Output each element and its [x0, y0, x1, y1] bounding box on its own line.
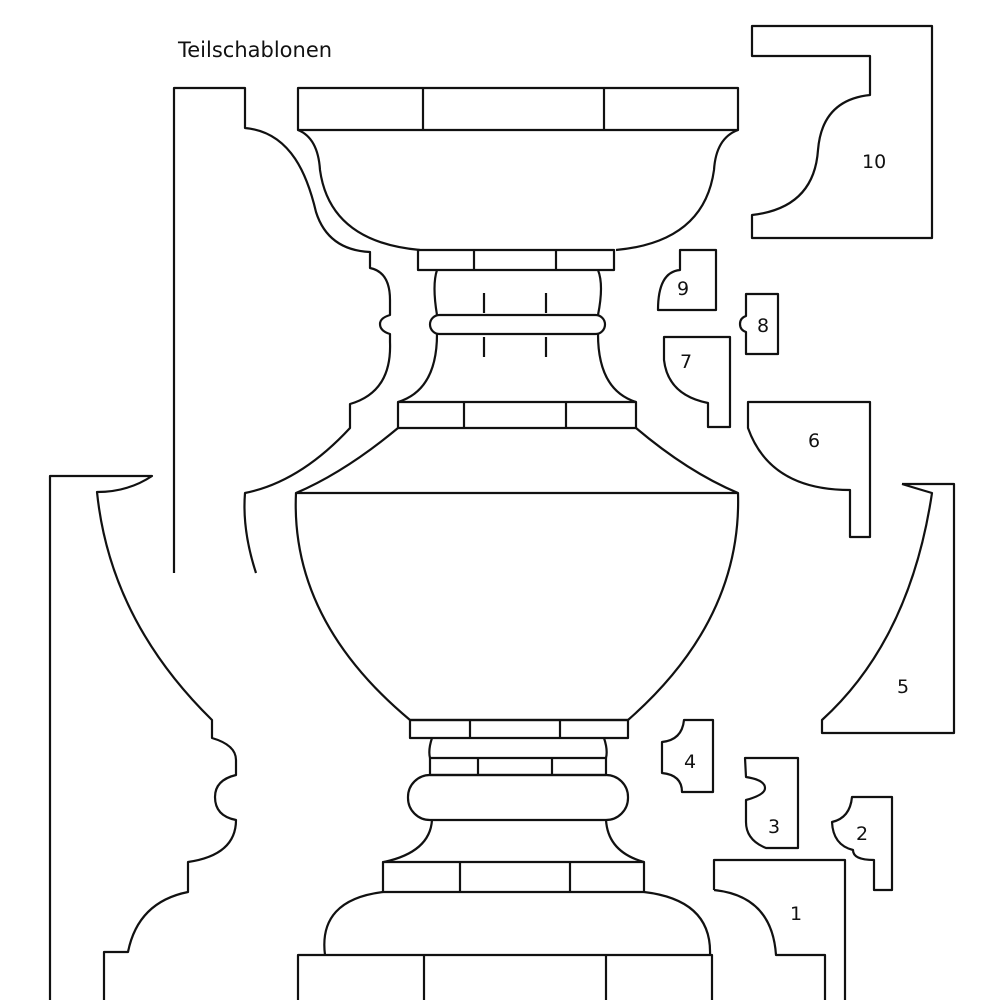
template-5: 5	[820, 482, 956, 735]
template-label-9: 9	[677, 278, 689, 300]
vase	[294, 86, 740, 1000]
template-label-3: 3	[768, 816, 780, 838]
template-label-10: 10	[862, 151, 886, 173]
template-4: 4	[660, 718, 715, 794]
template-9: 9	[656, 248, 718, 312]
bowl	[297, 128, 739, 252]
top-rim	[296, 86, 740, 132]
template-3: 3	[743, 756, 800, 850]
template-2: 2	[830, 795, 894, 892]
template-label-1: 1	[790, 903, 802, 925]
template-label-5: 5	[897, 676, 909, 698]
shoulder	[294, 427, 740, 495]
template-label-2: 2	[856, 823, 868, 845]
template-10: 10	[750, 24, 934, 240]
template-label-8: 8	[757, 315, 769, 337]
template-8: 8	[738, 292, 780, 356]
template-6: 6	[746, 400, 872, 539]
neck	[397, 269, 637, 404]
torus	[406, 773, 630, 822]
template-upper-left	[172, 86, 392, 574]
template-7: 7	[662, 335, 732, 429]
body	[294, 492, 740, 722]
drawing-title: Teilschablonen	[178, 38, 333, 62]
template-label-7: 7	[680, 351, 692, 373]
base-block	[381, 860, 646, 894]
plinth	[296, 953, 714, 1000]
template-label-6: 6	[808, 430, 820, 452]
neck-block	[416, 248, 616, 272]
neck-ring	[428, 313, 607, 336]
template-label-4: 4	[684, 751, 696, 773]
neck-ticks	[482, 293, 548, 357]
template-lower-left	[48, 474, 238, 1000]
shoulder-block	[396, 400, 638, 430]
stem-block	[428, 756, 608, 777]
template-1: 1	[712, 858, 847, 1000]
foot-block	[408, 718, 630, 740]
base	[323, 890, 712, 956]
